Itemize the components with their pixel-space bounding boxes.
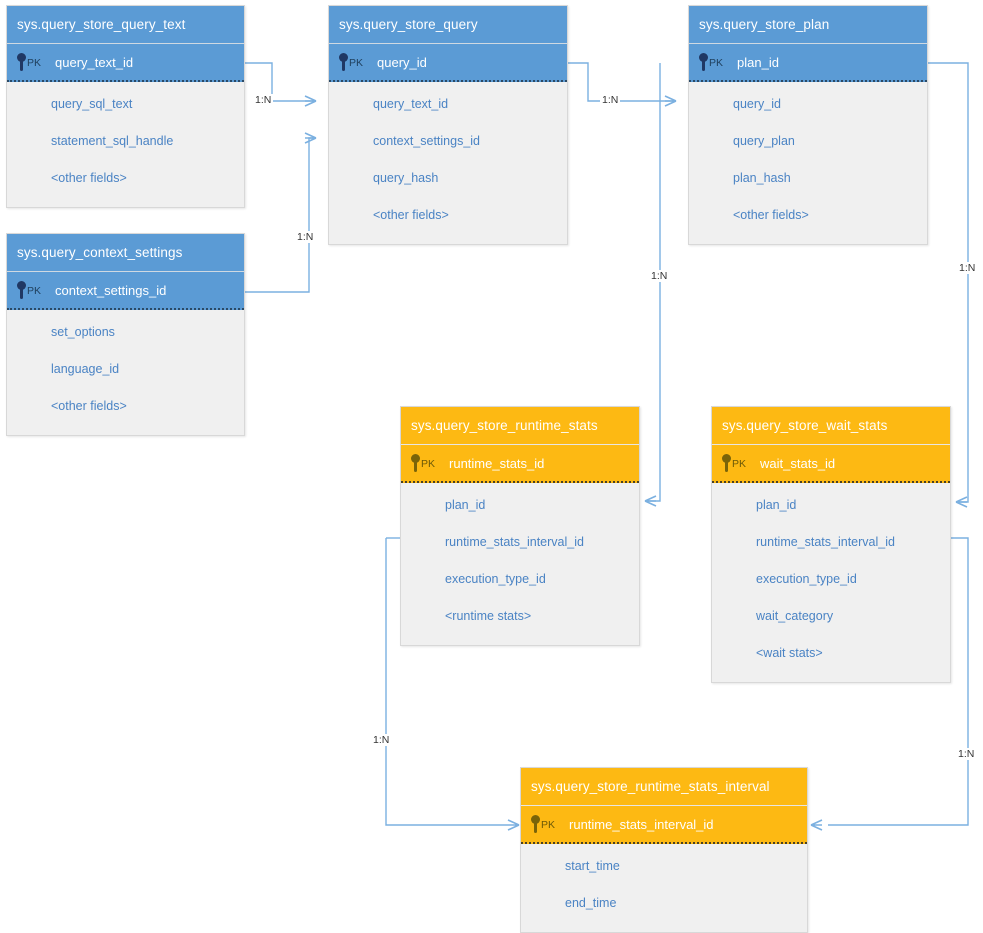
entity-field[interactable]: <other fields> [51, 171, 127, 185]
entity-field-list: plan_id runtime_stats_interval_id execut… [712, 483, 950, 682]
pk-field-name: runtime_stats_id [449, 456, 545, 471]
entity-query-store-plan[interactable]: sys.query_store_plan PK plan_id query_id … [688, 5, 928, 245]
relationship-label: 1:N [253, 94, 274, 106]
arrow-to-interval-pk-left [507, 819, 520, 831]
entity-field[interactable]: plan_id [445, 498, 486, 512]
pk-field-name: query_id [377, 55, 427, 70]
entity-primary-key-row[interactable]: PK context_settings_id [7, 272, 244, 310]
entity-field[interactable]: <runtime stats> [445, 609, 532, 623]
key-icon [411, 454, 420, 472]
entity-primary-key-row[interactable]: PK query_text_id [7, 44, 244, 82]
relationship-label: 1:N [371, 734, 392, 746]
entity-query-store-wait-stats[interactable]: sys.query_store_wait_stats PK wait_stats_… [711, 406, 951, 683]
entity-field[interactable]: <wait stats> [756, 646, 823, 660]
arrow-to-query-text-id [304, 95, 317, 107]
entity-query-store-runtime-stats-interval[interactable]: sys.query_store_runtime_stats_interval P… [520, 767, 808, 933]
arrow-to-plan-query-id [664, 95, 677, 107]
entity-field[interactable]: <other fields> [373, 208, 449, 222]
entity-field[interactable]: query_hash [373, 171, 439, 185]
entity-field[interactable]: statement_sql_handle [51, 134, 174, 148]
entity-query-context-settings[interactable]: sys.query_context_settings PK context_set… [6, 233, 245, 436]
arrow-to-runtime-stats-plan-id [644, 495, 657, 507]
entity-field-list: query_text_id context_settings_id query_… [329, 82, 567, 244]
relationship-label: 1:N [957, 262, 978, 274]
pk-field-name: query_text_id [55, 55, 134, 70]
pk-tag: PK [27, 285, 42, 297]
entity-field[interactable]: end_time [565, 896, 617, 910]
entity-field[interactable]: runtime_stats_interval_id [756, 535, 895, 549]
relationship-label: 1:N [649, 270, 670, 282]
entity-title: sys.query_store_runtime_stats_interval [521, 768, 807, 806]
entity-title: sys.query_store_runtime_stats [401, 407, 639, 445]
key-icon [17, 53, 26, 71]
entity-field[interactable]: wait_category [756, 609, 834, 623]
entity-field-list: plan_id runtime_stats_interval_id execut… [401, 483, 639, 645]
arrow-to-context-settings-id [304, 132, 317, 144]
entity-title: sys.query_store_wait_stats [712, 407, 950, 445]
entity-field-list: set_options language_id <other fields> [7, 310, 244, 435]
pk-tag: PK [732, 458, 747, 470]
entity-field[interactable]: context_settings_id [373, 134, 481, 148]
arrow-to-wait-stats-plan-id [955, 496, 968, 508]
entity-field[interactable]: language_id [51, 362, 120, 376]
pk-tag: PK [541, 819, 556, 831]
key-icon [531, 815, 540, 833]
entity-primary-key-row[interactable]: PK runtime_stats_interval_id [521, 806, 807, 844]
entity-field[interactable]: start_time [565, 859, 620, 873]
entity-field[interactable]: execution_type_id [756, 572, 857, 586]
pk-field-name: context_settings_id [55, 283, 167, 298]
pk-tag: PK [27, 57, 42, 69]
entity-field[interactable]: <other fields> [51, 399, 127, 413]
relationship-label: 1:N [295, 231, 316, 243]
entity-query-store-query[interactable]: sys.query_store_query PK query_id query_t… [328, 5, 568, 245]
entity-field[interactable]: <other fields> [733, 208, 809, 222]
entity-query-store-runtime-stats[interactable]: sys.query_store_runtime_stats PK runtime_… [400, 406, 640, 646]
entity-primary-key-row[interactable]: PK plan_id [689, 44, 927, 82]
pk-tag: PK [349, 57, 364, 69]
entity-field[interactable]: execution_type_id [445, 572, 546, 586]
entity-field-list: query_sql_text statement_sql_handle <oth… [7, 82, 244, 207]
key-icon [339, 53, 348, 71]
entity-primary-key-row[interactable]: PK query_id [329, 44, 567, 82]
entity-primary-key-row[interactable]: PK runtime_stats_id [401, 445, 639, 483]
entity-title: sys.query_context_settings [7, 234, 244, 272]
key-icon [17, 281, 26, 299]
arrow-to-interval-pk-right [810, 819, 823, 831]
entity-field[interactable]: query_id [733, 97, 781, 111]
entity-field[interactable]: runtime_stats_interval_id [445, 535, 584, 549]
pk-tag: PK [709, 57, 724, 69]
pk-tag: PK [421, 458, 436, 470]
entity-primary-key-row[interactable]: PK wait_stats_id [712, 445, 950, 483]
entity-field-list: query_id query_plan plan_hash <other fie… [689, 82, 927, 244]
key-icon [699, 53, 708, 71]
relationship-label: 1:N [956, 748, 977, 760]
entity-field-list: start_time end_time [521, 844, 807, 932]
entity-field[interactable]: query_plan [733, 134, 795, 148]
entity-field[interactable]: plan_id [756, 498, 797, 512]
entity-field[interactable]: query_text_id [373, 97, 449, 111]
key-icon [722, 454, 731, 472]
entity-title: sys.query_store_query_text [7, 6, 244, 44]
pk-field-name: plan_id [737, 55, 779, 70]
entity-title: sys.query_store_plan [689, 6, 927, 44]
pk-field-name: wait_stats_id [760, 456, 836, 471]
entity-field[interactable]: query_sql_text [51, 97, 133, 111]
entity-field[interactable]: set_options [51, 325, 115, 339]
relationship-label: 1:N [600, 94, 621, 106]
entity-title: sys.query_store_query [329, 6, 567, 44]
entity-query-store-query-text[interactable]: sys.query_store_query_text PK query_text_… [6, 5, 245, 208]
entity-field[interactable]: plan_hash [733, 171, 791, 185]
pk-field-name: runtime_stats_interval_id [569, 817, 714, 832]
